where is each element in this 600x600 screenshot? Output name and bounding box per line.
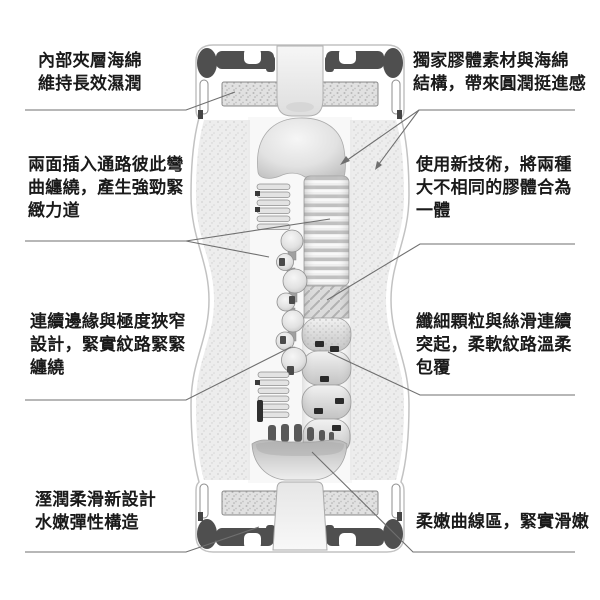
annotation-narrow-edges: 連續邊緣與極度狹窄 設計，緊實紋路緊緊 纏繞	[30, 312, 186, 377]
retainer-slot	[391, 79, 401, 115]
comb-tabs	[268, 424, 334, 442]
leader-lower-left	[25, 346, 292, 401]
edge-rib-stack-top	[255, 183, 291, 230]
leader-lower-right	[327, 351, 575, 396]
retainer-slot	[391, 483, 401, 519]
annotation-fused-gels: 使用新技術，將兩種 大不相同的膠體合為 一體	[416, 155, 572, 220]
edge-rib-stack-bottom	[255, 371, 290, 422]
leader-mid-right	[326, 243, 575, 301]
retainer-slot	[199, 79, 209, 115]
annotation-inner-sponge: 內部夾層海綿 維持長效濕潤	[38, 51, 142, 93]
leader-bottom-right	[311, 451, 575, 553]
gel-wall-right	[352, 120, 404, 480]
bead-chain	[275, 229, 308, 373]
annotation-fine-grains: 纖細顆粒與絲滑連續 突起，柔軟紋路溫柔 包覆	[416, 312, 572, 377]
leader-top-right-b	[375, 109, 420, 169]
bead-channel	[255, 183, 308, 422]
ribbed-channel	[301, 175, 352, 456]
leader-mid-left-b	[185, 240, 270, 258]
top-insertion-opening	[276, 45, 324, 117]
gel-fusion-zone	[303, 285, 350, 319]
retainer-slot	[199, 483, 209, 519]
bottom-insertion-opening	[272, 481, 328, 551]
leader-top-left	[25, 91, 236, 111]
leader-lines	[25, 91, 575, 553]
annotation-gel-sponge-structure: 獨家膠體素材與海綿 結構，帶來圓潤挺進感	[413, 51, 586, 93]
gel-wall-left	[196, 120, 248, 480]
annotation-dual-tunnels: 兩面插入通路彼此彎 曲纏繞，產生強勁緊 緻力道	[28, 155, 184, 220]
top-cap	[197, 48, 403, 119]
annotation-soft-curve-zone: 柔嫩曲線區，緊實滑嫩	[416, 512, 589, 531]
leader-bottom-left	[25, 526, 260, 553]
gel-bowl-bottom	[251, 424, 348, 481]
annotation-moist-design: 溼潤柔滑新設計 水嫩彈性構造	[35, 490, 157, 532]
